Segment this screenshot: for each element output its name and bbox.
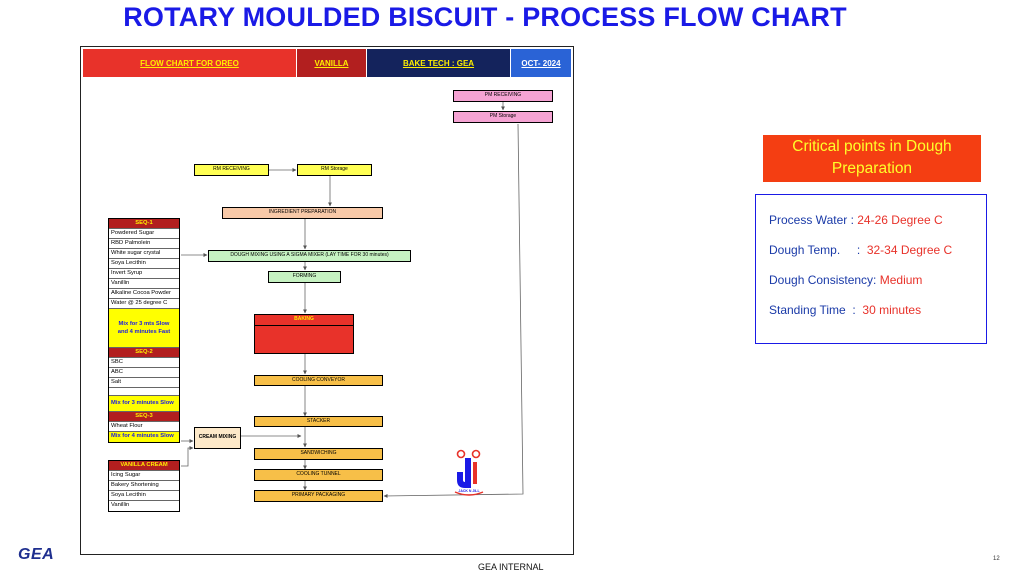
vanilla-cream-table: VANILLA CREAM Icing Sugar Bakery Shorten… (108, 460, 180, 512)
vanilla-cream-item: Soya Lecithin (109, 491, 179, 501)
header-bake-tech: BAKE TECH : GEA (367, 49, 510, 77)
cooling-conveyor-box: COOLING CONVEYOR (254, 375, 383, 386)
header-date: OCT- 2024 (511, 49, 571, 77)
seq-1-item: Soya Lecithin (109, 259, 179, 269)
seq-3-note: Mix for 4 minutes Slow (109, 432, 179, 442)
seq-1-item: RBD Palmolein (109, 239, 179, 249)
seq-2-item: ABC (109, 368, 179, 378)
critical-value: 30 minutes (862, 303, 922, 317)
seq-1-item: Vanillin (109, 279, 179, 289)
seq-3-header: SEQ-3 (109, 412, 179, 422)
critical-row-standing-time: Standing Time : 30 minutes (769, 303, 921, 317)
seq-2-header: SEQ-2 (109, 348, 179, 358)
header-flow-chart: FLOW CHART FOR OREO (83, 49, 296, 77)
critical-points-title: Critical points in Dough Preparation (763, 135, 981, 182)
vanilla-cream-item: Vanillin (109, 501, 179, 511)
sandwiching-box: SANDWICHING (254, 448, 383, 460)
critical-label: Process Water : (769, 213, 858, 227)
baking-label: BAKING (294, 316, 314, 322)
vanilla-cream-item: Icing Sugar (109, 471, 179, 481)
pm-storage-box: PM Storage (453, 111, 553, 123)
critical-label: Dough Consistency: (769, 273, 880, 287)
seq-1-item: Powdered Sugar (109, 229, 179, 239)
seq-1-item: Alkaline Cocoa Powder (109, 289, 179, 299)
forming-box: FORMING (268, 271, 341, 283)
baking-divider (255, 325, 353, 326)
seq-2-item: SBC (109, 358, 179, 368)
cooling-tunnel-box: COOLING TUNNEL (254, 469, 383, 481)
seq-1-table: SEQ-1 Powdered Sugar RBD Palmolein White… (108, 218, 180, 443)
cream-mixing-box: CREAM MIXING (194, 427, 241, 449)
rm-receiving-box: RM RECEIVING (194, 164, 269, 176)
seq-2-note: Mix for 3 minutes Slow (109, 396, 179, 412)
stacker-box: STACKER (254, 416, 383, 427)
baking-box: BAKING (254, 314, 354, 354)
rm-storage-box: RM Storage (297, 164, 372, 176)
seq-2-item: Salt (109, 378, 179, 388)
vanilla-cream-header: VANILLA CREAM (109, 461, 179, 471)
critical-row-dough-consistency: Dough Consistency: Medium (769, 273, 922, 287)
seq-1-note: Mix for 3 mts Slow and 4 minutes Fast (109, 309, 179, 348)
critical-row-dough-temp: Dough Temp. : 32-34 Degree C (769, 243, 952, 257)
seq-1-item: Invert Syrup (109, 269, 179, 279)
dough-mixing-box: DOUGH MIXING USING A SIGMA MIXER (LAY TI… (208, 250, 411, 262)
footer-classification: GEA INTERNAL (478, 562, 544, 572)
header-flavour: VANILLA (297, 49, 366, 77)
seq-1-item: Water @ 25 degree C (109, 299, 179, 309)
ingredient-preparation-box: INGREDIENT PREPARATION (222, 207, 383, 219)
gea-logo: GEA (18, 546, 55, 563)
primary-packaging-box: PRIMARY PACKAGING (254, 490, 383, 502)
critical-value: Medium (879, 273, 923, 287)
critical-label: Standing Time : (769, 303, 863, 317)
critical-row-process-water: Process Water : 24-26 Degree C (769, 213, 943, 227)
page-number: 12 (993, 556, 1000, 562)
critical-value: 32-34 Degree C (866, 243, 953, 257)
pm-receiving-box: PM RECEIVING (453, 90, 553, 102)
critical-value: 24-26 Degree C (857, 213, 943, 227)
page-title: ROTARY MOULDED BISCUIT - PROCESS FLOW CH… (123, 2, 847, 32)
critical-points-panel: Process Water : 24-26 Degree C Dough Tem… (755, 194, 987, 344)
jack-n-jill-logo-icon (454, 449, 484, 496)
seq-1-item: White sugar crystal (109, 249, 179, 259)
seq-2-spacer (109, 388, 179, 396)
vanilla-cream-item: Bakery Shortening (109, 481, 179, 491)
seq-3-item: Wheat Flour (109, 422, 179, 432)
seq-1-header: SEQ-1 (109, 219, 179, 229)
critical-label: Dough Temp. : (769, 243, 867, 257)
jack-n-jill-logo-text: JACK N JILL (458, 489, 480, 493)
